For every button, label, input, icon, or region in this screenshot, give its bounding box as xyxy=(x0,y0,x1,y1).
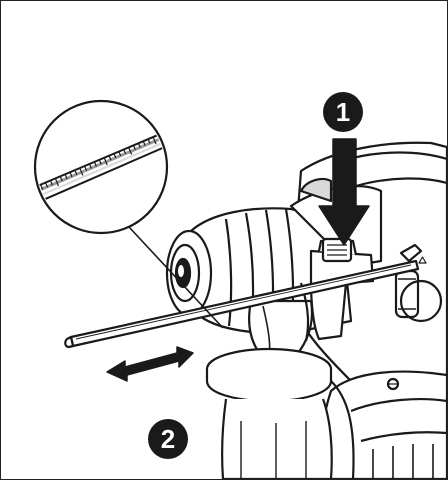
scale-tick xyxy=(113,153,117,159)
scale-tick xyxy=(64,174,68,180)
scale-tick xyxy=(79,167,84,176)
scale-tick xyxy=(172,128,174,133)
scale-tick xyxy=(118,151,122,157)
scale-tick xyxy=(142,140,146,146)
scale-tick xyxy=(40,184,44,190)
scale-tick xyxy=(147,138,151,144)
step-2-label: 2 xyxy=(161,424,175,454)
step-badge-1: 1 xyxy=(323,92,363,132)
scale-tick xyxy=(98,159,102,165)
leader-line xyxy=(128,226,224,329)
scale-tick xyxy=(31,189,34,196)
scale-tick xyxy=(88,163,93,169)
scale-tick xyxy=(187,122,189,127)
scale-tick xyxy=(123,148,127,155)
scale-tick xyxy=(84,165,88,171)
scale-tick xyxy=(93,161,97,167)
scale-tick xyxy=(49,180,54,186)
scale-tick xyxy=(132,144,136,150)
step-1-label: 1 xyxy=(336,97,350,127)
scale-tick xyxy=(59,176,63,182)
scale-tick xyxy=(108,155,112,161)
side-handle xyxy=(205,299,333,479)
scale-tick xyxy=(177,126,180,133)
scale-tick xyxy=(182,124,184,129)
scale-tick xyxy=(45,182,49,188)
push-down-arrow xyxy=(318,138,370,246)
scale-tick xyxy=(137,142,141,148)
step-badge-2: 2 xyxy=(148,419,188,459)
magnified-scale-detail xyxy=(31,99,189,235)
scale-tick xyxy=(152,136,157,145)
scale-tick xyxy=(162,132,165,138)
depth-rod xyxy=(64,259,420,349)
scale-tick xyxy=(168,130,170,135)
scale-tick xyxy=(103,157,108,166)
slide-double-arrow xyxy=(106,346,194,382)
scale-tick xyxy=(74,169,78,175)
scale-tick xyxy=(54,178,60,187)
scale-tick xyxy=(127,146,133,155)
scale-tick xyxy=(69,172,73,178)
